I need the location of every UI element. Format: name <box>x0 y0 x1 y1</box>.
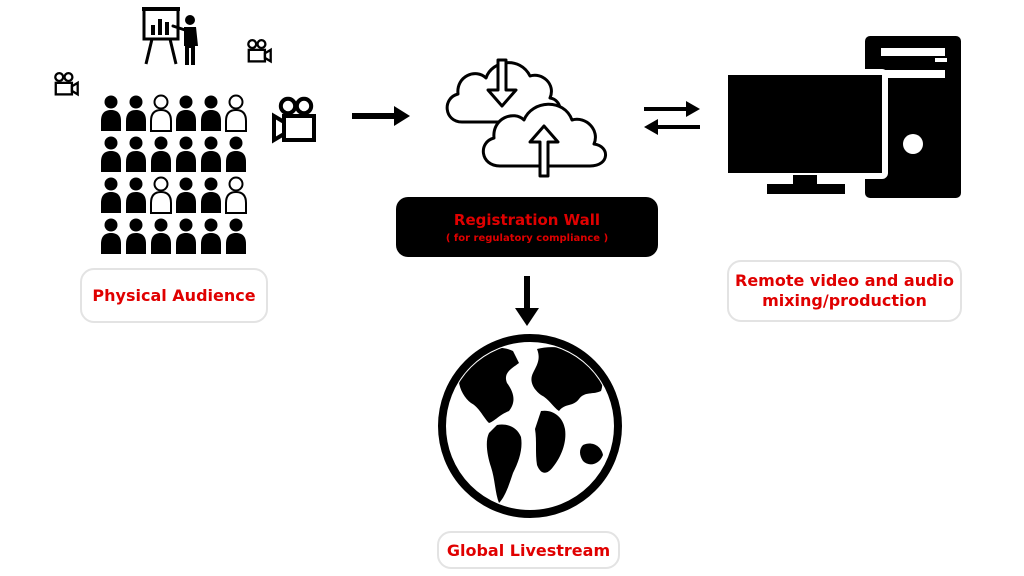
audience-person <box>225 176 247 214</box>
physical-audience-label: Physical Audience <box>80 268 268 323</box>
audience-person <box>176 136 196 172</box>
audience-person <box>126 136 146 172</box>
audience-person <box>150 176 172 214</box>
audience-person <box>201 136 221 172</box>
audience-person <box>176 177 196 213</box>
global-livestream-label: Global Livestream <box>437 531 620 569</box>
audience-person <box>151 136 171 172</box>
arrow-down <box>515 276 539 326</box>
registration-wall: Registration Wall ( for regulatory compl… <box>396 197 658 257</box>
registration-wall-subtitle: ( for regulatory compliance ) <box>445 232 609 244</box>
audience-person <box>126 218 146 254</box>
video-camera-icon <box>272 96 316 144</box>
bidirectional-arrow <box>644 101 700 135</box>
arrow-right <box>352 106 410 126</box>
audience-person <box>101 95 121 131</box>
audience-person <box>101 218 121 254</box>
audience-group-icon <box>101 94 247 254</box>
cloud-sync-icon <box>445 58 607 178</box>
audience-person <box>226 218 246 254</box>
globe-icon <box>438 334 622 518</box>
audience-person <box>225 94 247 132</box>
video-camera-icon <box>54 71 79 97</box>
audience-person <box>226 136 246 172</box>
audience-person <box>126 95 146 131</box>
audience-person <box>201 95 221 131</box>
audience-person <box>101 177 121 213</box>
audience-person <box>151 218 171 254</box>
audience-person <box>201 177 221 213</box>
audience-person <box>176 95 196 131</box>
desktop-computer-icon <box>725 36 961 198</box>
remote-production-label: Remote video and audio mixing/production <box>727 260 962 322</box>
audience-person <box>101 136 121 172</box>
audience-person <box>176 218 196 254</box>
audience-person <box>201 218 221 254</box>
registration-wall-title: Registration Wall <box>453 210 601 229</box>
audience-person <box>126 177 146 213</box>
audience-person <box>150 94 172 132</box>
presenter-icon <box>142 7 198 65</box>
video-camera-icon <box>247 38 272 64</box>
